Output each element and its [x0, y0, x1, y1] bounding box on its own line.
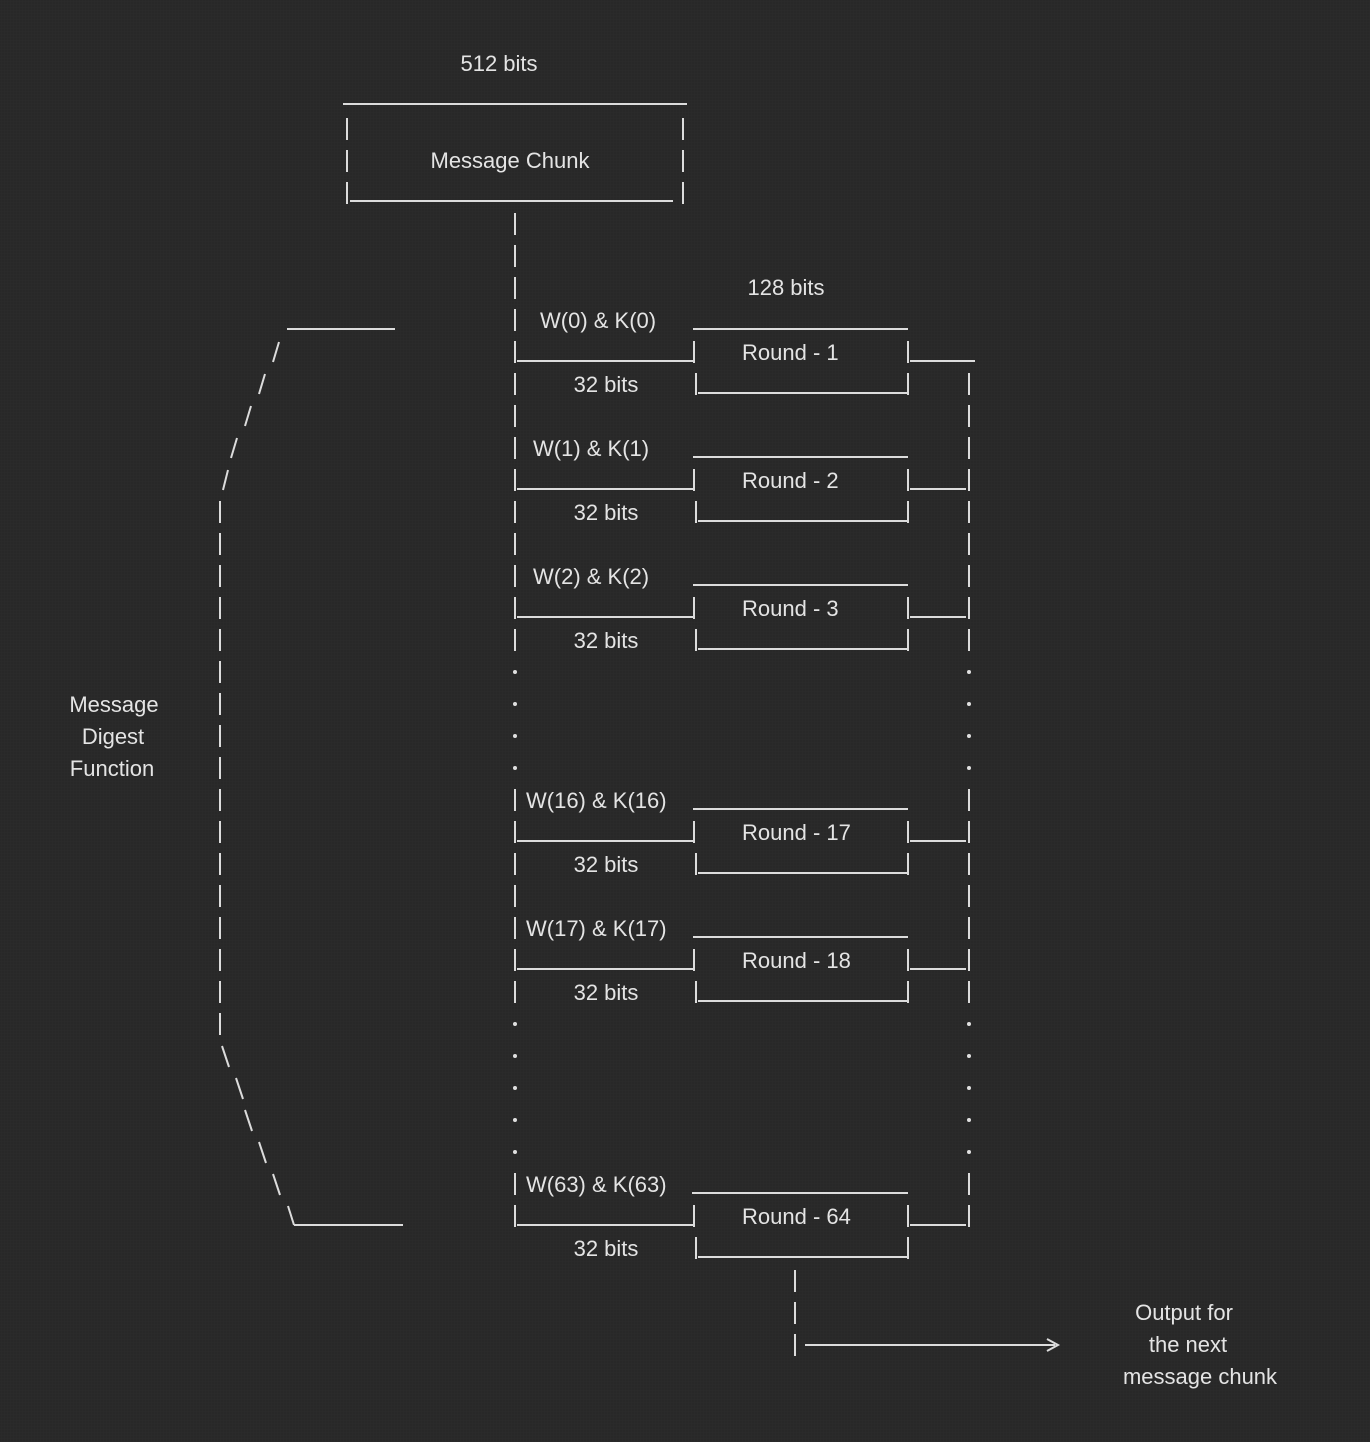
ellipsis-dot: [967, 766, 971, 770]
round-input-label: W(63) & K(63): [526, 1172, 667, 1197]
round-label: Round - 1: [742, 340, 839, 365]
ellipsis-dot: [967, 670, 971, 674]
ellipsis-dot: [513, 702, 517, 706]
ellipsis-dot: [967, 1054, 971, 1058]
round-label: Round - 2: [742, 468, 839, 493]
round-input-label: W(0) & K(0): [540, 308, 656, 333]
ellipsis-dot: [967, 702, 971, 706]
round-block: W(0) & K(0) Round - 1 32 bits: [514, 308, 975, 397]
ellipsis-dot: [513, 1150, 517, 1154]
message-chunk-box: [343, 103, 687, 204]
ellipsis-dot: [513, 1022, 517, 1026]
round-block: W(63) & K(63) Round - 64 32 bits: [514, 1172, 966, 1261]
round-block: W(2) & K(2) Round - 3 32 bits: [514, 564, 966, 653]
ellipsis-dot: [967, 1150, 971, 1154]
brace-label-line-2: Digest: [82, 724, 144, 749]
ellipsis-dot: [967, 1086, 971, 1090]
ellipsis-dot: [513, 766, 517, 770]
chunk-size-label: 512 bits: [460, 51, 537, 76]
digest-brace: [219, 328, 403, 1226]
output-label-line-3: message chunk: [1123, 1364, 1278, 1389]
round-block: W(17) & K(17) Round - 18 32 bits: [514, 916, 966, 1005]
feedback-trunk-line: [967, 373, 971, 1227]
round-label: Round - 18: [742, 948, 851, 973]
round-bits-label: 32 bits: [574, 1236, 639, 1261]
round-block: W(1) & K(1) Round - 2 32 bits: [514, 436, 966, 525]
round-input-label: W(2) & K(2): [533, 564, 649, 589]
ellipsis-dot: [513, 1086, 517, 1090]
output-arrow: [794, 1270, 1061, 1356]
round-block: W(16) & K(16) Round - 17 32 bits: [514, 788, 966, 877]
round-label: Round - 64: [742, 1204, 851, 1229]
round-input-label: W(16) & K(16): [526, 788, 667, 813]
brace-label-line-1: Message: [69, 692, 158, 717]
ellipsis-dot: [513, 1054, 517, 1058]
ellipsis-dot: [967, 734, 971, 738]
ellipsis-dot: [513, 734, 517, 738]
brace-label-line-3: Function: [70, 756, 154, 781]
output-label-line-2: the next: [1149, 1332, 1227, 1357]
round-label: Round - 17: [742, 820, 851, 845]
round-input-label: W(1) & K(1): [533, 436, 649, 461]
round-bits-label: 32 bits: [574, 372, 639, 397]
message-chunk-label: Message Chunk: [431, 148, 591, 173]
round-bits-label: 32 bits: [574, 628, 639, 653]
round-label: Round - 3: [742, 596, 839, 621]
output-label-line-1: Output for: [1135, 1300, 1233, 1325]
round-input-label: W(17) & K(17): [526, 916, 667, 941]
round-bits-label: 32 bits: [574, 852, 639, 877]
ellipsis-dot: [967, 1118, 971, 1122]
ellipsis-dot: [967, 1022, 971, 1026]
round-bits-label: 32 bits: [574, 500, 639, 525]
ellipsis-dot: [513, 670, 517, 674]
round-width-label: 128 bits: [747, 275, 824, 300]
round-bits-label: 32 bits: [574, 980, 639, 1005]
ellipsis-dot: [513, 1118, 517, 1122]
